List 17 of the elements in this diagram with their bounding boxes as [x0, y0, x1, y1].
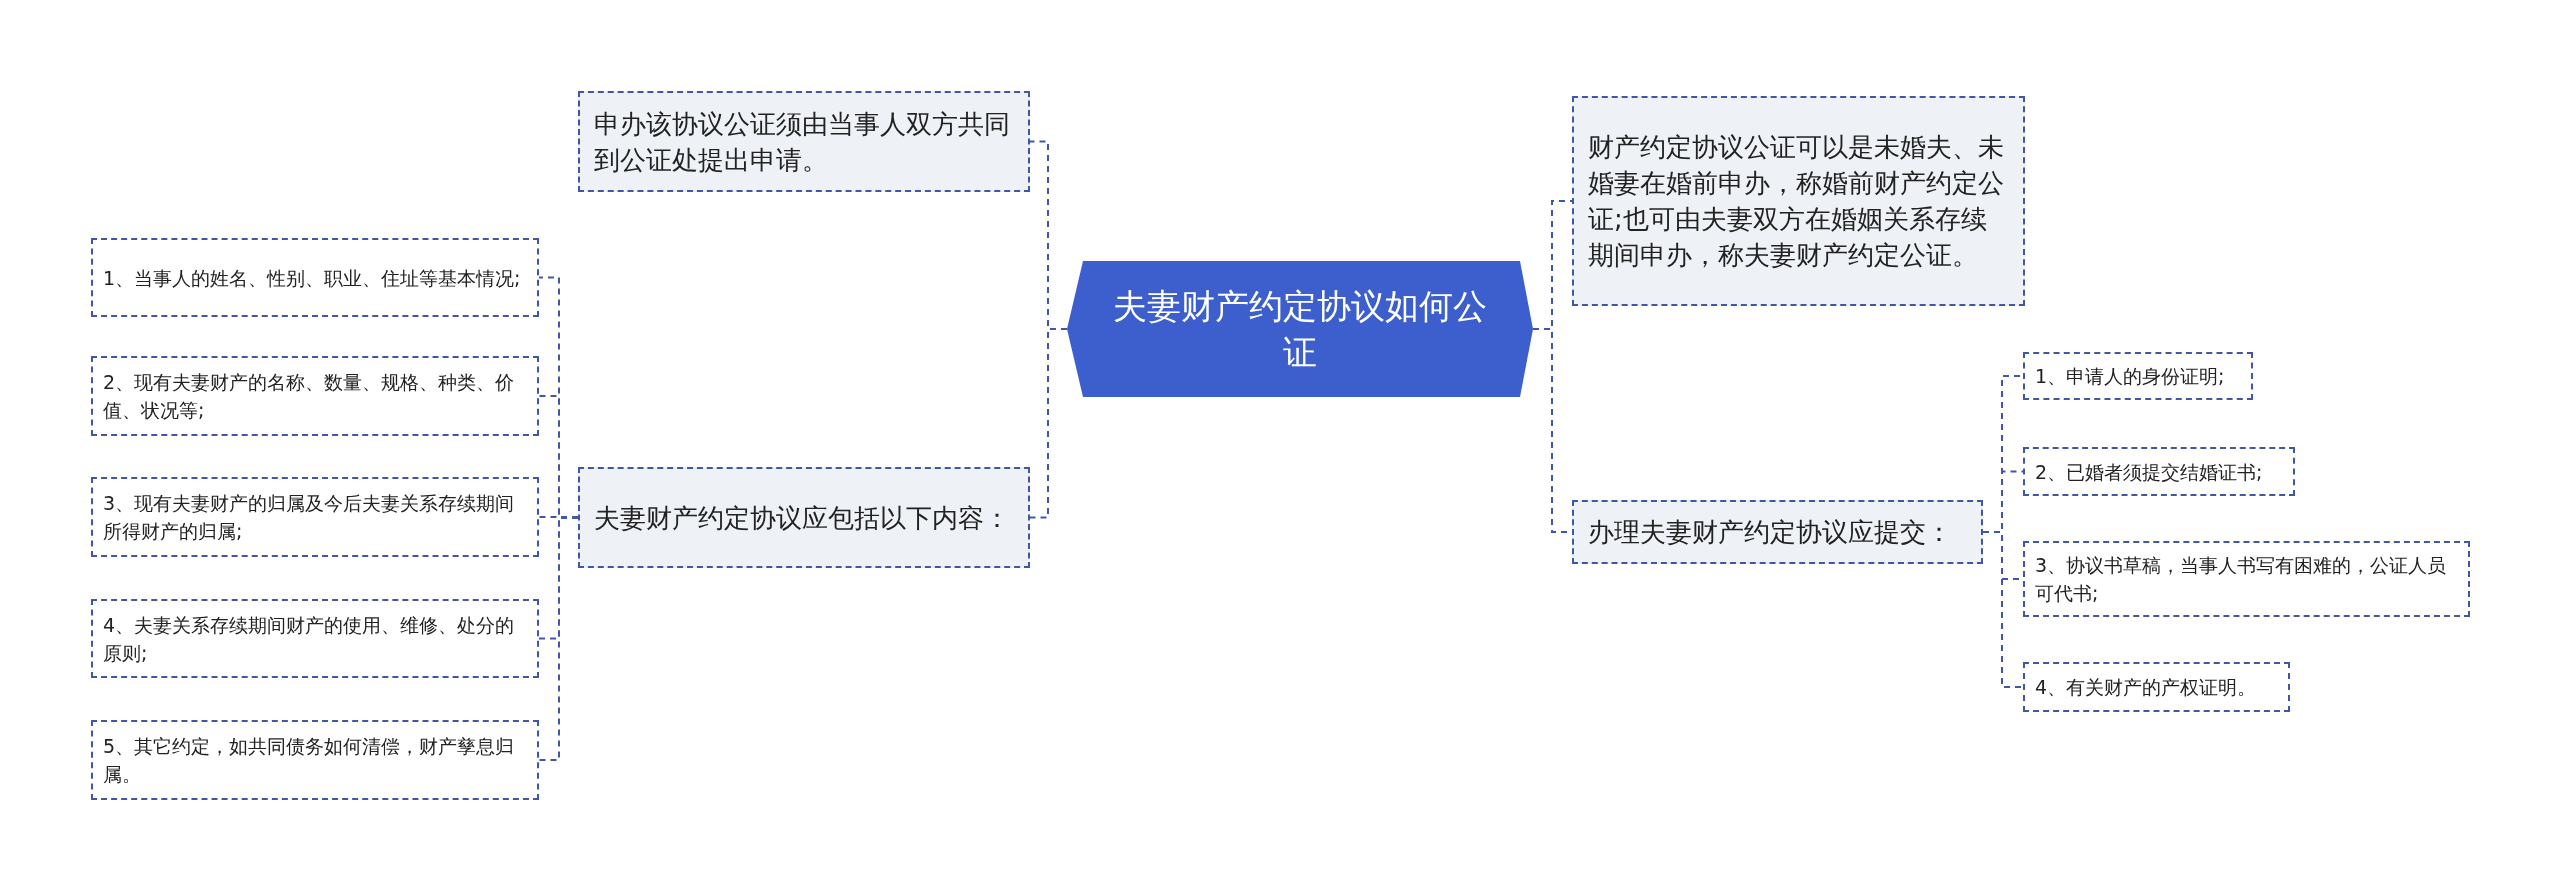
- connector: [1982, 531, 2024, 688]
- subtopic-box: 2、已婚者须提交结婚证书;: [2023, 447, 2295, 496]
- topic-box: 夫妻财产约定协议应包括以下内容：: [578, 467, 1030, 568]
- connector: [1029, 328, 1068, 519]
- subtopic-box: 4、夫妻关系存续期间财产的使用、维修、处分的原则;: [91, 599, 539, 678]
- topic-box: 财产约定协议公证可以是未婚夫、未婚妻在婚前申办，称婚前财产约定公证;也可由夫妻双方在婚姻关系存续期间申办，称夫妻财产约定公证。: [1572, 96, 2025, 306]
- subtopic-box: 5、其它约定，如共同债务如何清偿，财产孳息归属。: [91, 720, 539, 800]
- subtopic-box: 1、当事人的姓名、性别、职业、住址等基本情况;: [91, 238, 539, 317]
- subtopic-box: 1、申请人的身份证明;: [2023, 352, 2253, 400]
- subtopic-box: 4、有关财产的产权证明。: [2023, 662, 2290, 712]
- subtopic-box: 3、现有夫妻财产的归属及今后夫妻关系存续期间所得财产的归属;: [91, 477, 539, 557]
- topic-box: 申办该协议公证须由当事人双方共同到公证处提出申请。: [578, 91, 1030, 192]
- subtopic-box: 3、协议书草稿，当事人书写有困难的，公证人员可代书;: [2023, 541, 2470, 617]
- connector: [538, 516, 579, 761]
- subtopic-box: 2、现有夫妻财产的名称、数量、规格、种类、价值、状况等;: [91, 356, 539, 436]
- topic-box: 办理夫妻财产约定协议应提交：: [1572, 500, 1983, 564]
- central-topic: 夫妻财产约定协议如何公证: [1067, 261, 1533, 397]
